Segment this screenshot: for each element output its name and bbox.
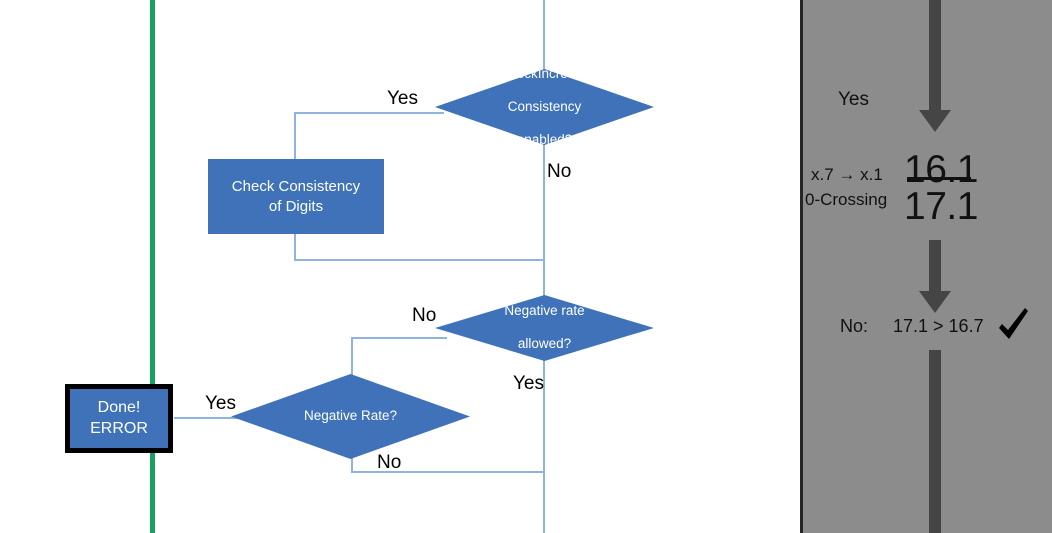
decision-check-increase-consistency-label: CheckIncrease Consistency enabled?: [499, 65, 590, 147]
panel-branch-label: Yes: [838, 89, 869, 110]
connector-trunk-top: [543, 0, 545, 80]
connector-rate-yes-horizontal: [174, 417, 238, 419]
edge-label-negative-allowed-no: No: [412, 305, 437, 326]
edge-label-negative-rate-yes: Yes: [205, 393, 236, 414]
process-check-consistency-of-digits[interactable]: Check Consistency of Digits: [208, 159, 384, 234]
connector-yes-vertical: [294, 112, 296, 160]
panel-arrow-head-top-icon: [919, 110, 951, 132]
panel-row-0-caption: x.7 → x.1: [811, 165, 883, 184]
connector-allowed-yes-trunk: [543, 360, 545, 473]
terminal-done-error[interactable]: Done! ERROR: [65, 384, 173, 453]
panel-result-label: No:: [840, 316, 869, 336]
panel-row-1-caption: 0-Crossing: [805, 190, 888, 209]
edge-label-negative-rate-no: No: [377, 452, 402, 473]
process-check-consistency-label: Check Consistency of Digits: [231, 178, 361, 215]
connector-allowed-no-horizontal: [351, 337, 447, 339]
panel-arrow-shaft-middle: [929, 240, 941, 292]
connector-process-bottom: [294, 233, 296, 261]
decision-check-increase-consistency[interactable]: CheckIncrease Consistency enabled?: [435, 69, 654, 145]
panel-arrow-shaft-bottom: [929, 350, 941, 533]
edge-label-check-increase-yes: Yes: [387, 88, 418, 109]
connector-yes-horizontal: [294, 112, 444, 114]
edge-label-negative-allowed-yes: Yes: [513, 373, 544, 394]
green-divider-rule: [150, 0, 155, 533]
panel-arrow-head-middle-icon: [919, 291, 951, 313]
connector-trunk-bottom: [543, 471, 545, 533]
panel-arrow-shaft-top: [929, 0, 941, 112]
terminal-done-error-label: Done! ERROR: [90, 398, 148, 437]
edge-label-check-increase-no: No: [547, 161, 572, 182]
connector-rate-no-horizontal: [351, 471, 545, 473]
connector-no-trunk: [543, 144, 545, 296]
decision-negative-rate-allowed-label: Negative rate allowed?: [504, 303, 585, 352]
panel-row-0-strikethrough: [907, 177, 971, 180]
decision-negative-rate-allowed[interactable]: Negative rate allowed?: [435, 295, 654, 361]
panel-result-comparison: 17.1 > 16.7: [893, 316, 984, 336]
panel-row-0-value: 16.1: [904, 148, 978, 191]
decision-negative-rate-label: Negative Rate?: [303, 408, 398, 424]
check-mark-icon: [999, 308, 1028, 339]
panel-row-1-value: 17.1: [904, 185, 978, 228]
connector-allowed-no-vertical: [351, 337, 353, 375]
annotation-panel: Yes x.7 → x.1 16.1 0-Crossing 17.1 No: 1…: [800, 0, 1052, 533]
connector-process-rejoin: [294, 259, 545, 261]
decision-negative-rate[interactable]: Negative Rate?: [231, 374, 470, 459]
